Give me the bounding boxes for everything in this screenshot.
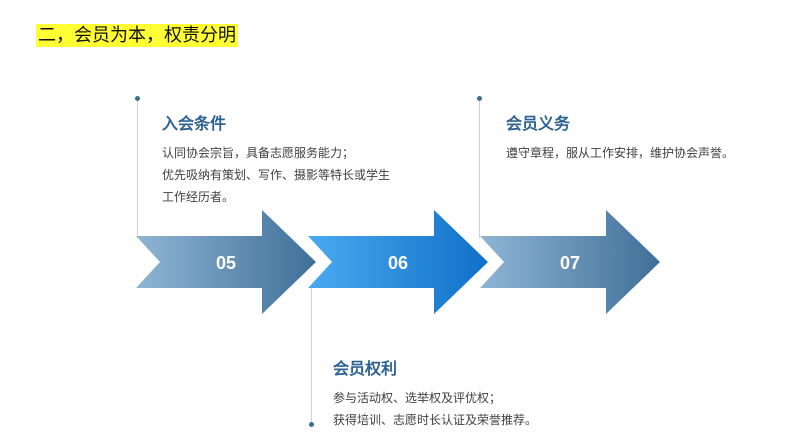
step-05-line: 优先吸纳有策划、写作、摄影等特长或学生 <box>162 168 391 182</box>
step-05-heading: 入会条件 <box>162 114 227 133</box>
step-number-06: 06 <box>388 253 408 273</box>
guide-dot-07 <box>477 96 482 101</box>
step-06-line: 参与活动权、选举权及评优权； <box>333 391 502 405</box>
step-07-line: 遵守章程，服从工作安排，维护协会声誉。 <box>506 146 735 160</box>
guide-line-05 <box>137 98 138 238</box>
page-title-text: 二，会员为本，权责分明 <box>36 24 238 47</box>
step-07-heading: 会员义务 <box>506 114 571 133</box>
page-title: 二，会员为本，权责分明 <box>36 24 238 48</box>
guide-dot-06 <box>309 422 314 427</box>
step-06-heading: 会员权利 <box>333 359 398 378</box>
arrow-step-05: 05 <box>136 210 316 314</box>
arrow-step-07: 07 <box>480 210 660 314</box>
step-06-line: 获得培训、志愿时长认证及荣誉推荐。 <box>333 413 538 427</box>
step-07-block: 会员义务 遵守章程，服从工作安排，维护协会声誉。 <box>506 110 734 164</box>
step-05-line: 认同协会宗旨，具备志愿服务能力； <box>162 146 355 160</box>
step-06-block: 会员权利 参与活动权、选举权及评优权； 获得培训、志愿时长认证及荣誉推荐。 <box>333 355 537 431</box>
arrow-step-06: 06 <box>308 210 488 314</box>
step-number-07: 07 <box>560 253 580 273</box>
guide-line-06 <box>311 285 312 425</box>
guide-line-07 <box>479 98 480 238</box>
step-05-line: 工作经历者。 <box>162 190 235 204</box>
step-05-block: 入会条件 认同协会宗旨，具备志愿服务能力； 优先吸纳有策划、写作、摄影等特长或学… <box>162 110 390 208</box>
step-number-05: 05 <box>216 253 236 273</box>
guide-dot-05 <box>135 96 140 101</box>
